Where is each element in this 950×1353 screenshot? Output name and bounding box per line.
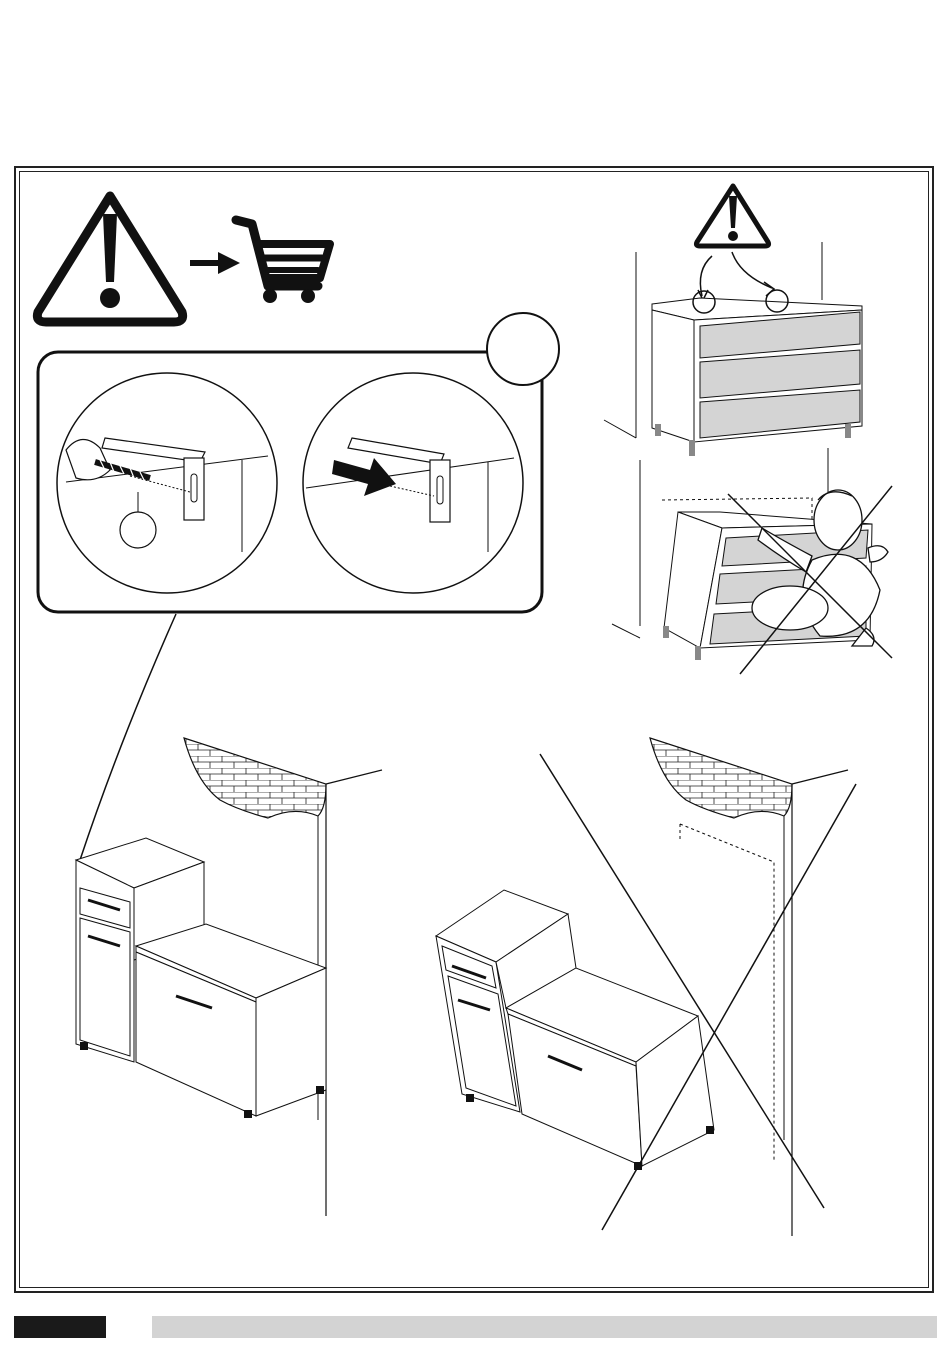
anchored-dresser-correct bbox=[604, 186, 862, 456]
wall-bracket-detail bbox=[38, 313, 559, 905]
warning-triangle-icon bbox=[37, 196, 182, 322]
footer-page-block bbox=[14, 1316, 106, 1338]
anchored-bench-cabinet-correct bbox=[76, 738, 382, 1216]
tipping-bench-cabinet-prohibited bbox=[436, 738, 856, 1236]
arrow-right-icon bbox=[190, 252, 240, 274]
small-warning-triangle-icon bbox=[696, 186, 768, 246]
footer-bar bbox=[152, 1316, 937, 1338]
tipping-dresser-child-prohibited bbox=[612, 448, 892, 674]
shopping-cart-icon bbox=[236, 220, 330, 303]
